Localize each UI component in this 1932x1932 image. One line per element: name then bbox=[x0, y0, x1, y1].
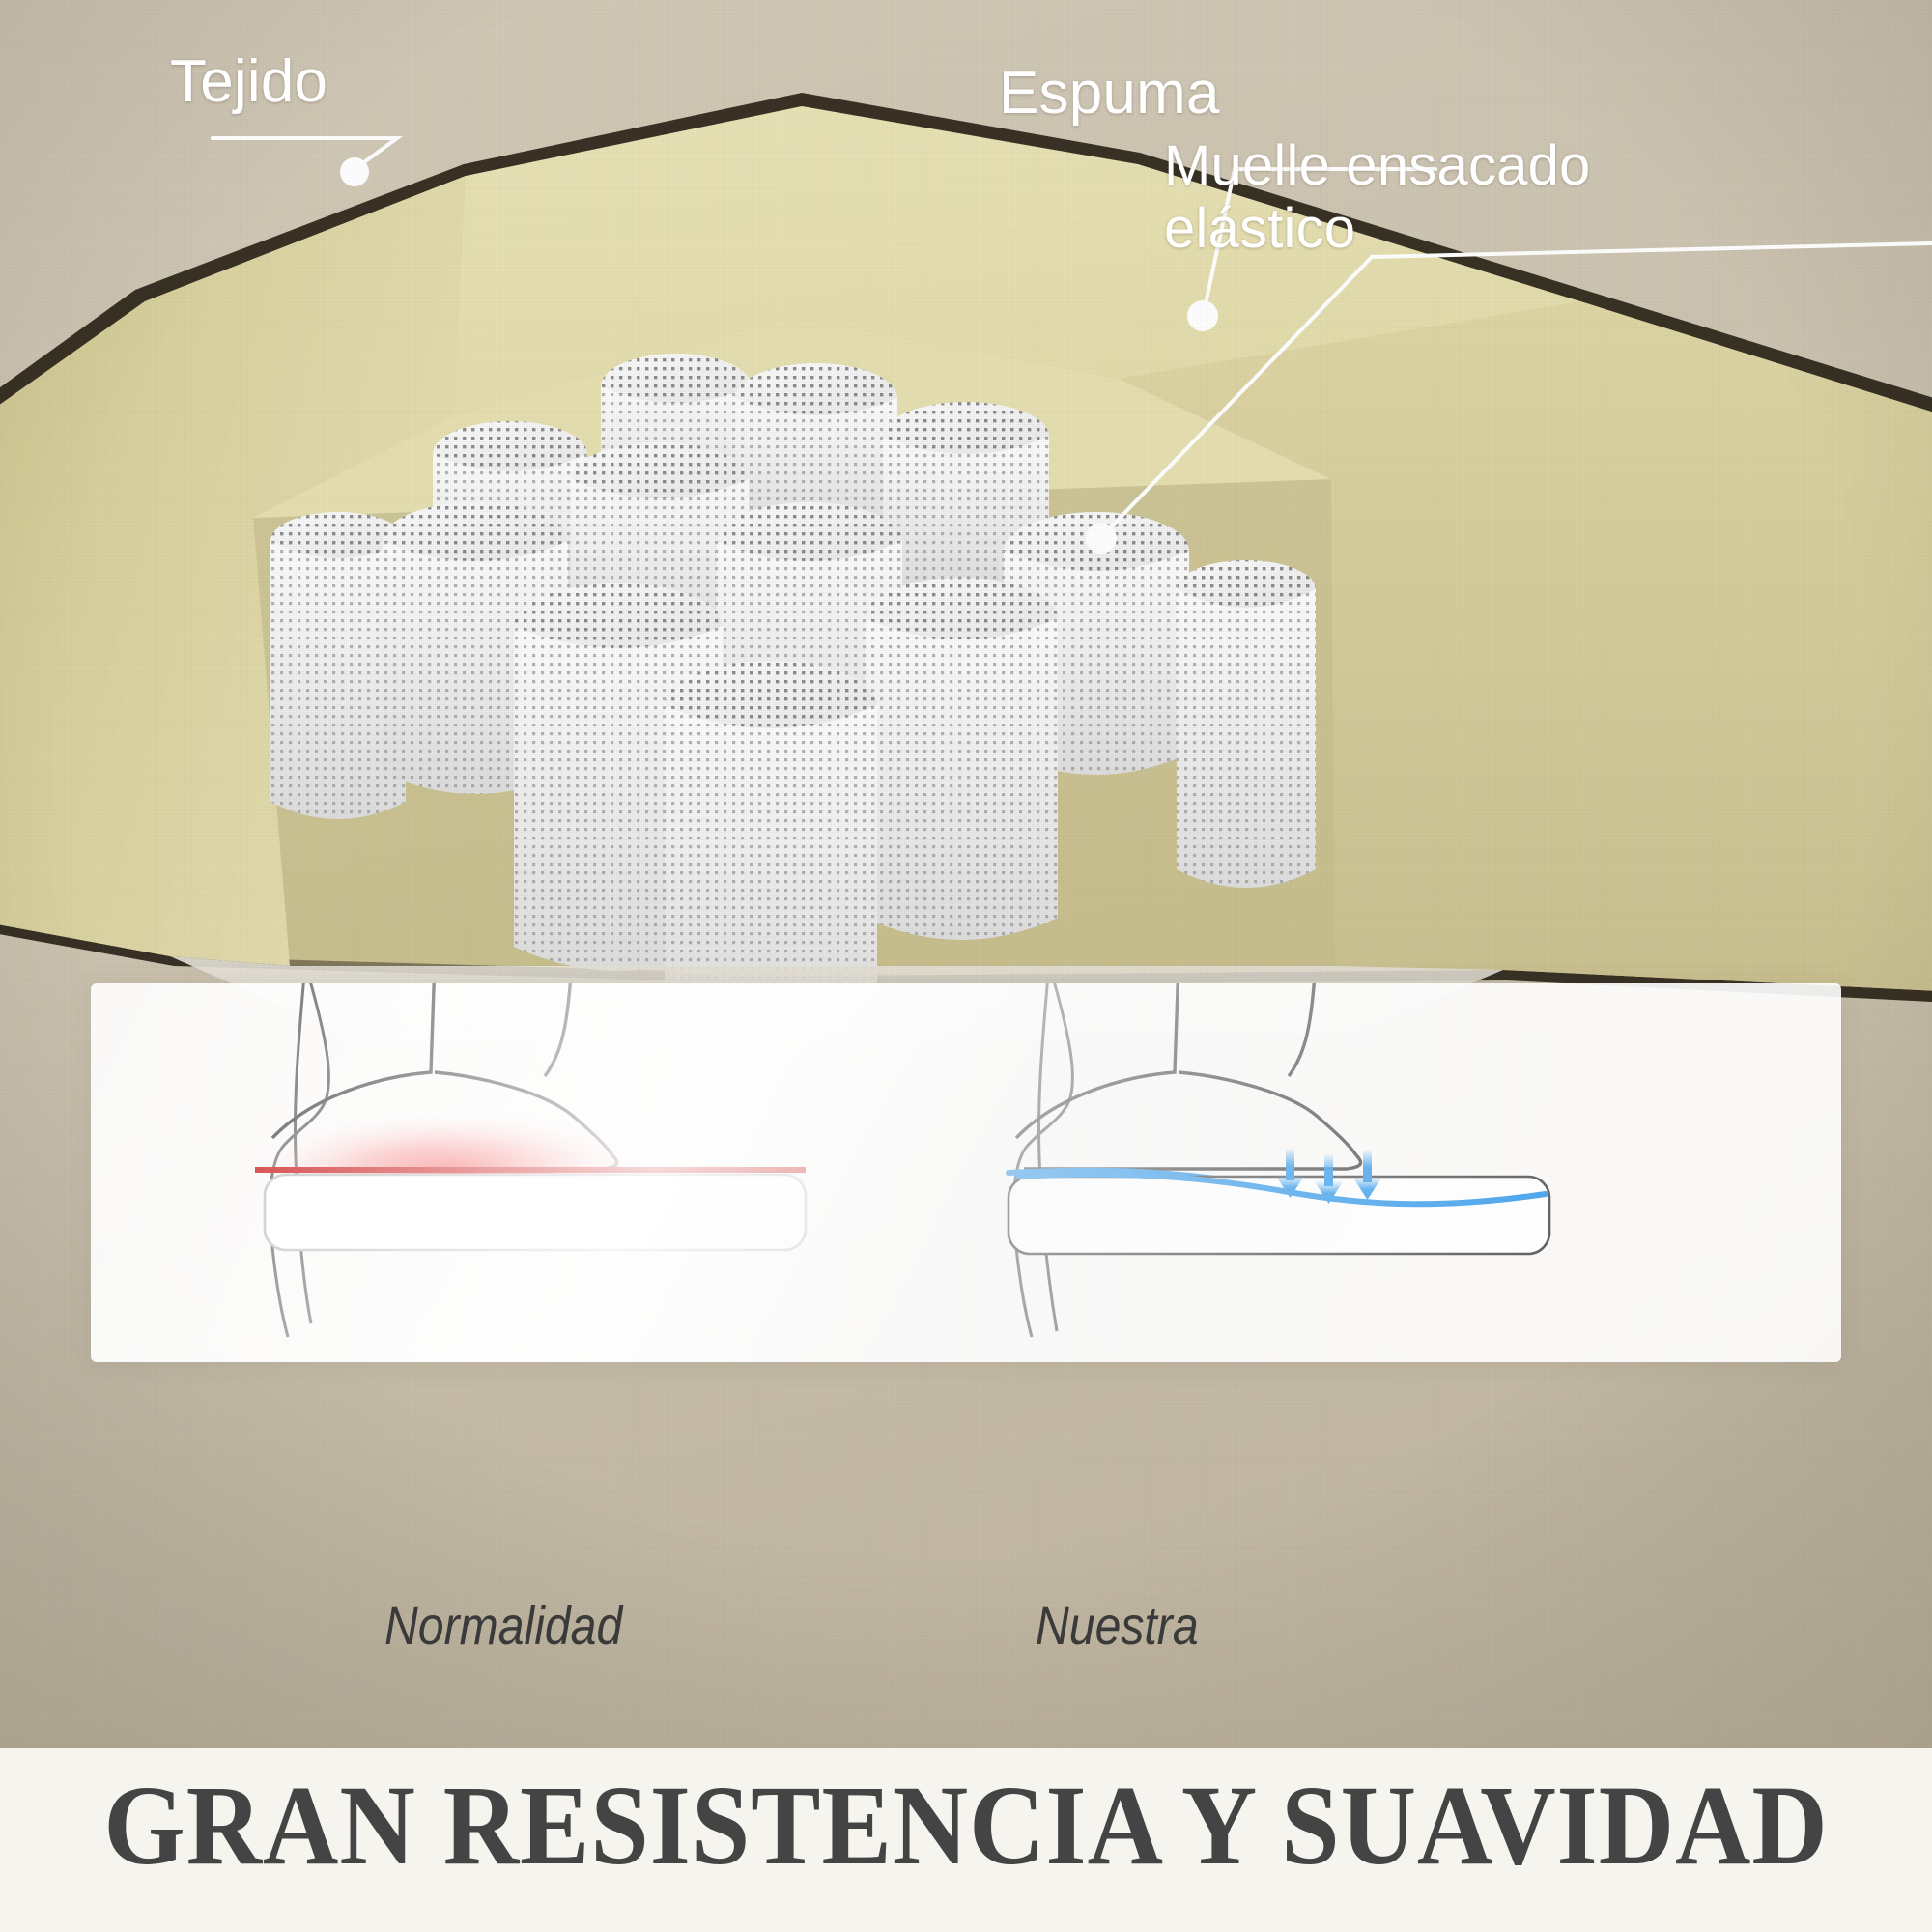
callout-label-espuma: Espuma bbox=[999, 60, 1220, 127]
mattress-block-left bbox=[263, 1173, 808, 1252]
comparison-card bbox=[91, 983, 1841, 1362]
leader-muelle-line bbox=[1101, 255, 1374, 537]
callout-label-tejido: Tejido bbox=[170, 48, 328, 115]
callout-dots bbox=[340, 157, 1218, 554]
panel-nuestra bbox=[1006, 983, 1551, 1338]
headline-band bbox=[0, 1748, 1932, 1932]
callout-leaders bbox=[211, 136, 1932, 537]
caption-nuestra: Nuestra bbox=[1036, 1595, 1199, 1656]
cutaway-illustration bbox=[0, 0, 1932, 1748]
leader-muelle-rule bbox=[1370, 242, 1932, 259]
leader-tejido bbox=[211, 136, 404, 172]
pressure-arrows bbox=[1275, 1148, 1382, 1204]
callout-label-muelle-ensacado-elastico: Muelle ensacado elástico bbox=[1164, 134, 1591, 260]
caption-normalidad: Normalidad bbox=[384, 1595, 623, 1656]
dot-tejido bbox=[340, 157, 369, 186]
dot-muelle bbox=[1086, 523, 1117, 554]
dot-espuma bbox=[1187, 300, 1218, 331]
mattress-cutaway-photo: Tejido Espuma Muelle ensacado elástico bbox=[0, 0, 1932, 1748]
leader-espuma-line bbox=[1202, 167, 1236, 315]
comparison-diagrams bbox=[255, 983, 1551, 1338]
panel-normalidad bbox=[255, 983, 808, 1338]
page-headline: GRAN RESISTENCIA Y SUAVIDAD bbox=[103, 1762, 1829, 1889]
